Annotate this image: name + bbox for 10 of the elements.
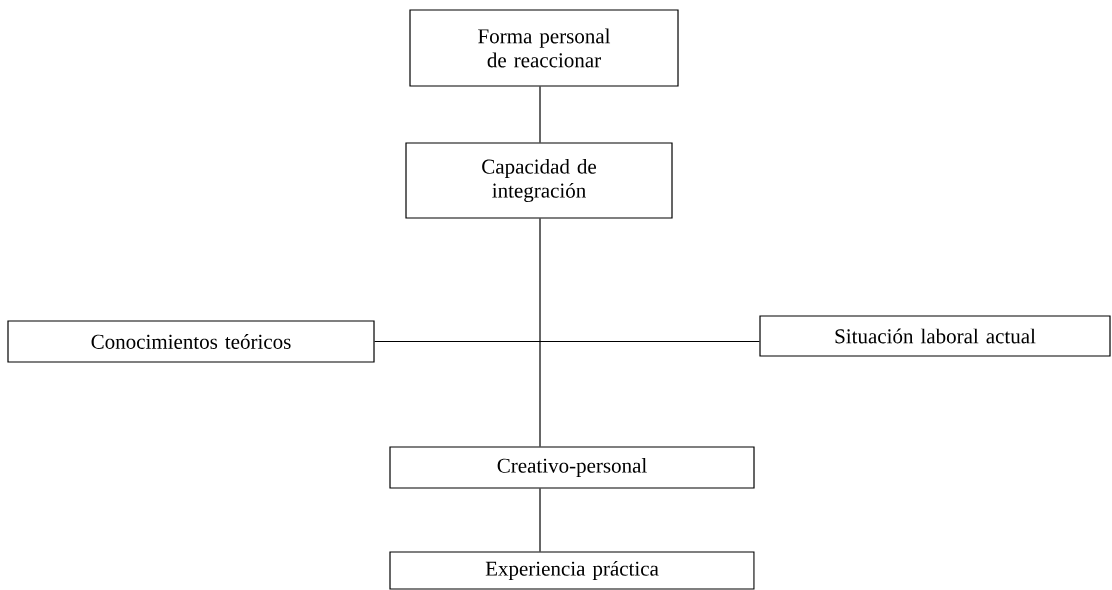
text-box: Capacidad de integración	[405, 142, 673, 219]
connector-line	[374, 340, 760, 343]
text-box: Conocimientos teóricos	[7, 320, 375, 363]
connector-line	[539, 218, 541, 447]
text-box: Forma personal de reaccionar	[409, 9, 679, 87]
text-box: Experiencia práctica	[389, 551, 755, 590]
text-box: Situación laboral actual	[759, 315, 1111, 357]
connector-line	[539, 488, 541, 552]
text-box: Creativo-personal	[389, 446, 755, 489]
connector-line	[539, 86, 541, 143]
